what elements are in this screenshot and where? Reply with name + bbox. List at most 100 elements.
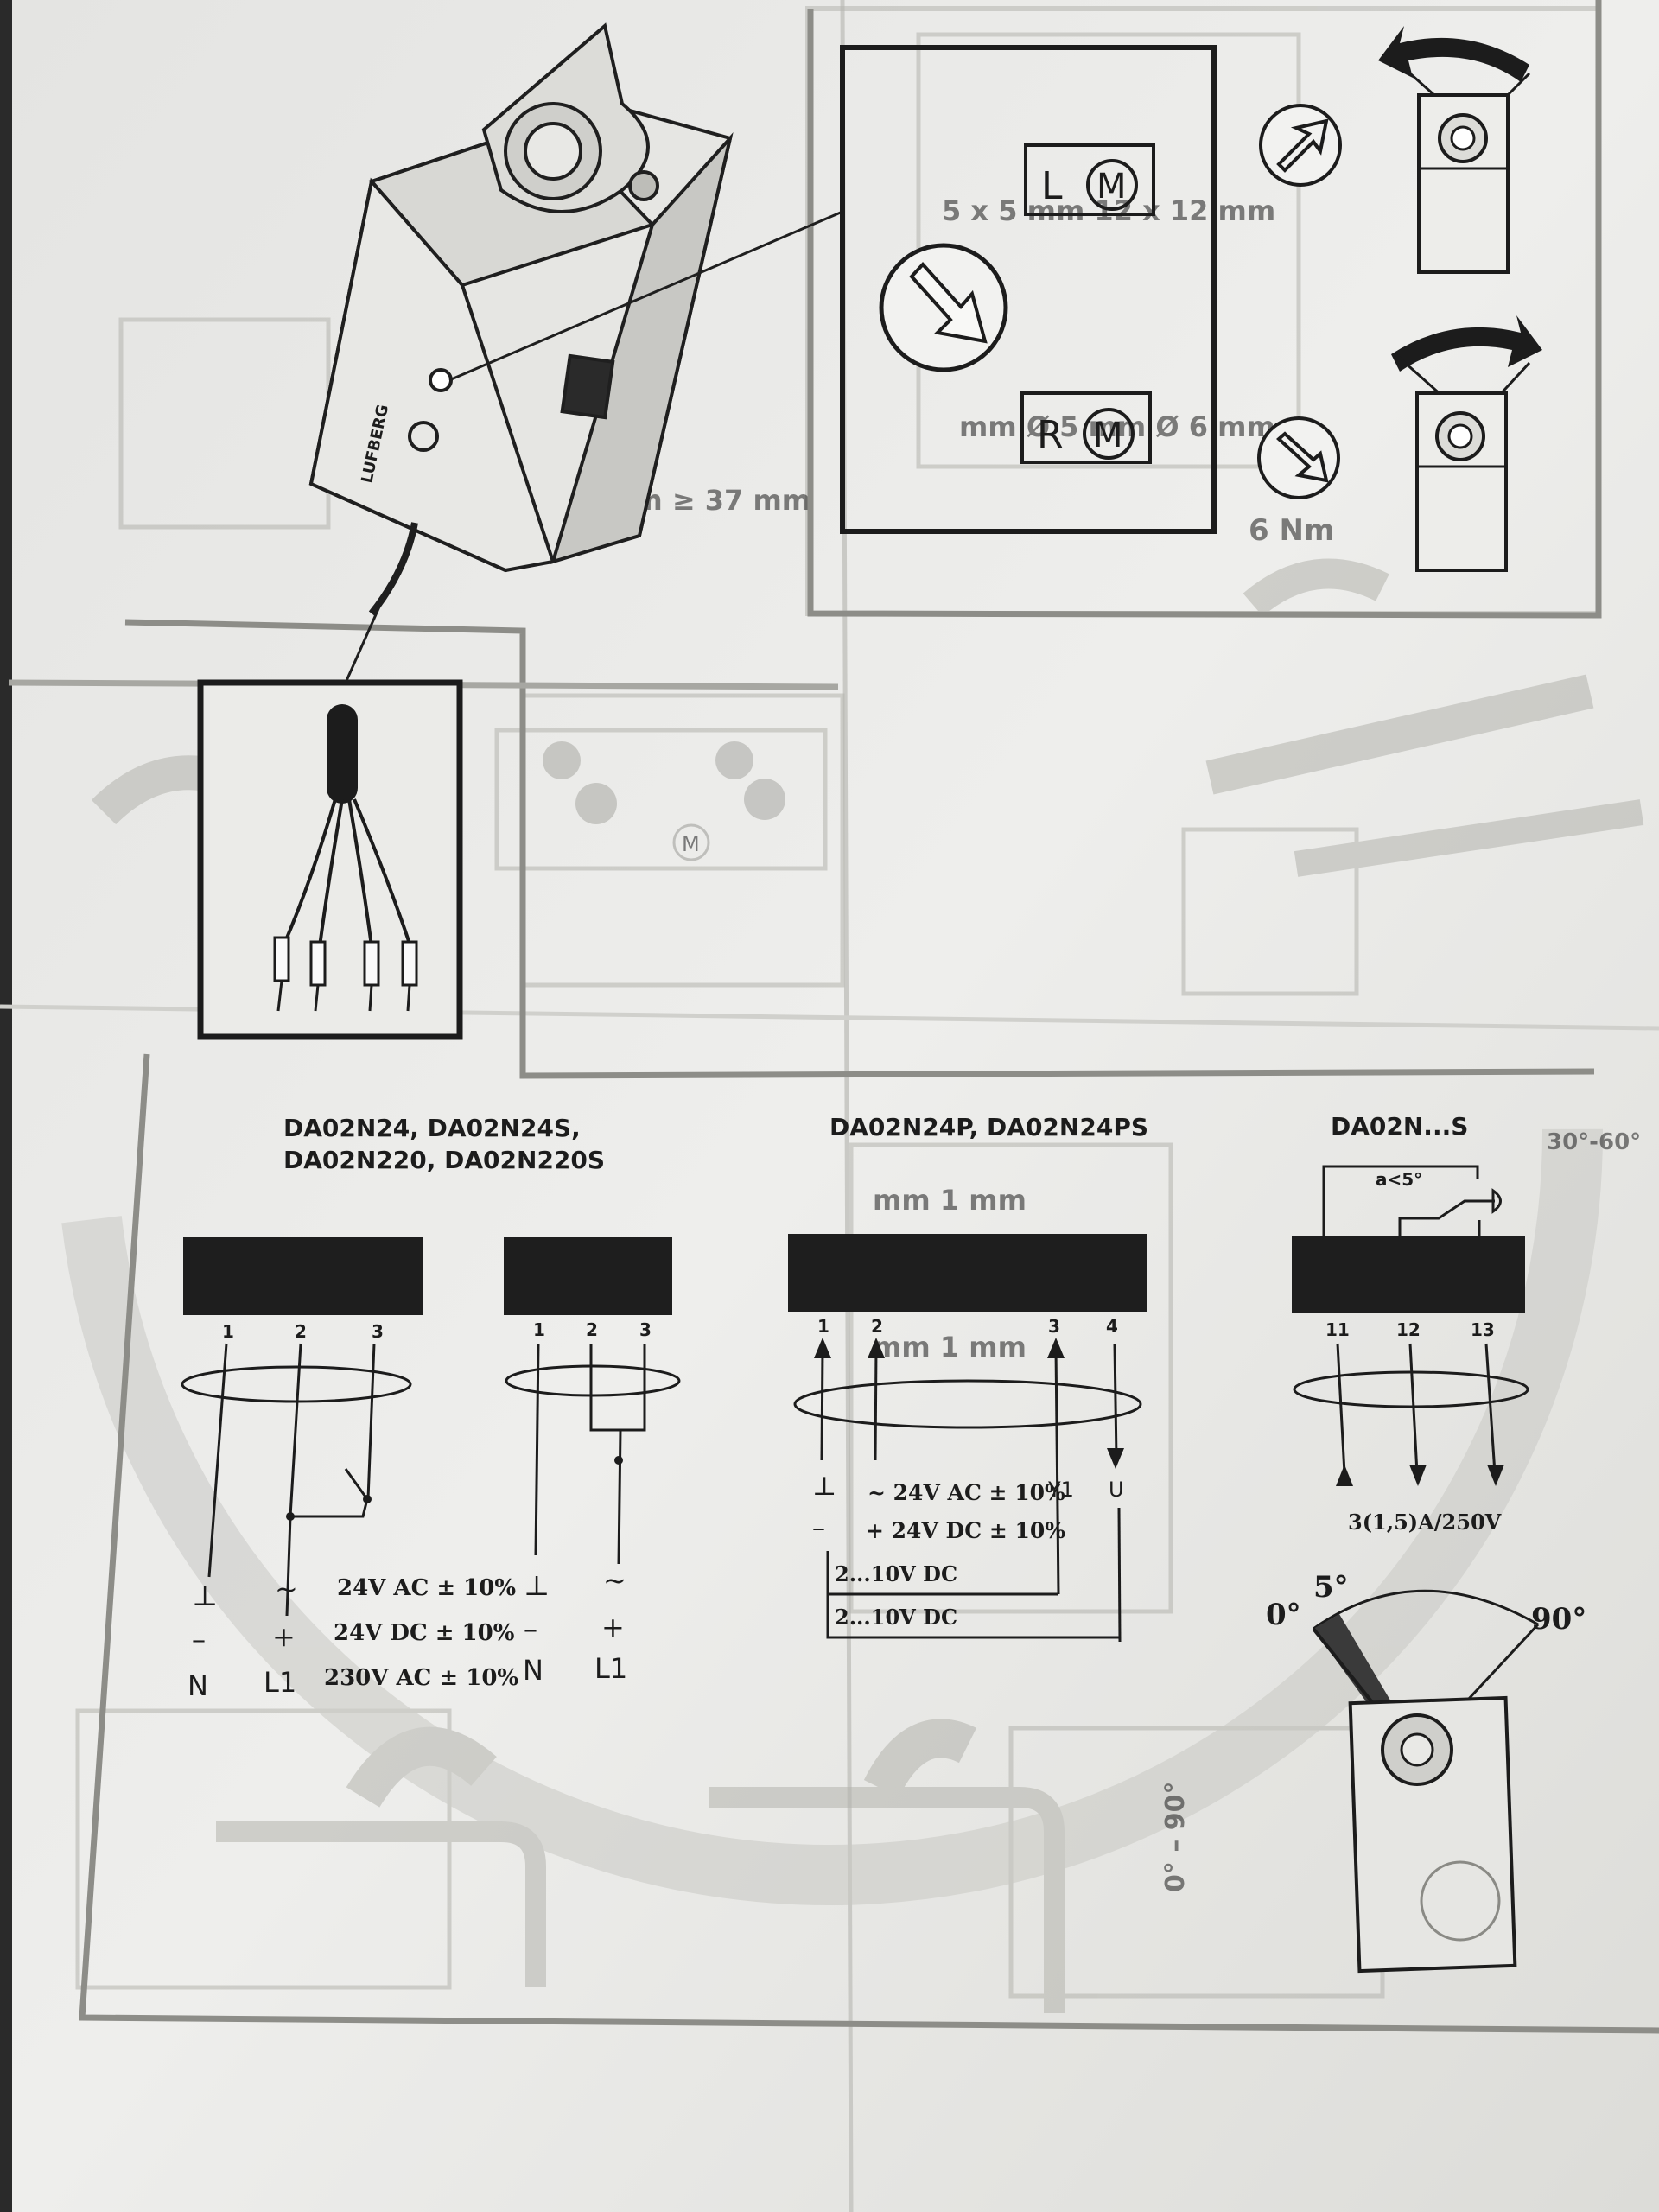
- d3-signal2-text: 2...10V DC: [835, 1605, 957, 1630]
- d3-row1-text: ~ 24V AC ± 10%: [868, 1480, 1065, 1505]
- left-label: L: [1041, 164, 1063, 208]
- gear-icon: [543, 741, 785, 824]
- angle-5: 5°: [1313, 1570, 1349, 1605]
- d3-signal1-text: 2...10V DC: [835, 1561, 957, 1586]
- cable-wires: [283, 798, 412, 947]
- background-gear-motor: M: [682, 832, 700, 856]
- background-dim-top: 5 x 5 mm 12 x 12 mm: [942, 194, 1275, 227]
- cable-detail-box: [197, 679, 463, 1040]
- connector-block-3: [788, 1234, 1147, 1312]
- angle-90: 90°: [1531, 1602, 1586, 1637]
- d4-terminal-12: 12: [1396, 1319, 1421, 1340]
- background-wrench: [216, 1821, 546, 1987]
- actuator-shaft-inner: [524, 122, 582, 181]
- d2-junction: [614, 1456, 623, 1465]
- d3-wires: [820, 1343, 1122, 1643]
- d4-arrows: [1336, 1465, 1504, 1486]
- background-gear-box: [494, 728, 828, 871]
- d1-sym-n: N: [188, 1669, 208, 1702]
- background-range-bottom: 0° – 90°: [1160, 1781, 1191, 1892]
- left-motor-circle: [1086, 159, 1138, 211]
- d3-terminal-4: 4: [1106, 1316, 1118, 1337]
- d1-terminal-2: 2: [295, 1321, 307, 1342]
- d2-terminal-1: 1: [533, 1319, 545, 1340]
- background-curve-2: [346, 1726, 497, 1808]
- angle-arc: [1313, 1589, 1539, 1630]
- cw-arrow-icon: [1391, 315, 1542, 372]
- d1-voltage-ac24: 24V AC ± 10%: [337, 1575, 516, 1601]
- right-label: R: [1037, 413, 1064, 457]
- d4-arrow-up-icon: [1336, 1465, 1353, 1486]
- d2-sym-plus: +: [601, 1611, 625, 1643]
- d3-cable-ellipse: [793, 1379, 1142, 1429]
- right-motor-box: [1020, 391, 1152, 464]
- d2-sym-ground: ⊥: [524, 1569, 550, 1602]
- d3-y1: Y1: [1047, 1478, 1074, 1502]
- callout-line-switch: [448, 210, 843, 382]
- group-a-title-line1: DA02N24, DA02N24S,: [283, 1114, 581, 1142]
- right-motor-symbol: M: [1093, 416, 1123, 455]
- wiring-diagram-2: 1 2 3 ⊥ ~ – + N L1: [504, 1237, 681, 1687]
- background-curve-4: [1243, 558, 1389, 617]
- background-dim-mid: mm Ø 5 mm Ø 6 mm: [959, 410, 1275, 443]
- rotation-cw-illustration: [1391, 315, 1542, 572]
- d3-signal2-line: [826, 1594, 1120, 1639]
- ccw-arrow-icon: [1378, 26, 1529, 82]
- d1-junction: [286, 1512, 295, 1521]
- angle-shaft-inner: [1400, 1732, 1434, 1767]
- d2-wires: [534, 1343, 646, 1565]
- left-motor-symbol: M: [1096, 167, 1127, 207]
- d4-switch-knob-icon: [1491, 1188, 1502, 1214]
- background-rod-2: [1294, 799, 1644, 877]
- d4-arrow-down-2-icon: [1487, 1465, 1504, 1486]
- d3-sym-ground: ⊥: [812, 1471, 836, 1502]
- d4-wires: [1336, 1343, 1497, 1474]
- background-actuator-3: [75, 1708, 452, 1990]
- d1-voltage-dc24: 24V DC ± 10%: [334, 1620, 515, 1646]
- direction-panel: L M R M: [840, 45, 1217, 534]
- d4-rating: 3(1,5)A/250V: [1348, 1510, 1502, 1535]
- d4-arrow-down-1-icon: [1409, 1465, 1427, 1486]
- left-dark-edge: [0, 0, 12, 2212]
- ferrule-pins: [276, 980, 411, 1012]
- d4-switch-line: [1398, 1199, 1495, 1237]
- background-mm-1: mm 1 mm: [873, 1184, 1027, 1217]
- d4-switch-label: a<5°: [1376, 1169, 1422, 1190]
- d1-sym-l1: L1: [264, 1666, 296, 1699]
- background-curve-3: [863, 1719, 977, 1798]
- background-torque: 6 Nm: [1249, 513, 1334, 548]
- background-gear-motor-circle: [672, 823, 710, 861]
- callout-line-cable: [344, 604, 382, 683]
- actuator-manual-button: [560, 353, 615, 420]
- cable-jacket: [327, 704, 358, 804]
- background-mm-2: mm 1 mm: [873, 1331, 1027, 1363]
- actuator-bolt: [628, 170, 659, 201]
- group-b-title: DA02N24P, DA02N24PS: [830, 1113, 1148, 1141]
- d1-sym-ac: ~: [275, 1573, 298, 1605]
- d1-sym-minus: –: [192, 1623, 206, 1656]
- d4-switch-frame: [1322, 1165, 1479, 1240]
- d1-switch-contact: [363, 1495, 372, 1503]
- angle-logo-icon: [1420, 1860, 1501, 1942]
- rotation-ccw-illustration: [1378, 26, 1531, 274]
- wire-ferrules: [273, 936, 418, 987]
- wiring-diagram-3: DA02N24P, DA02N24PS 1 2 3 4 ⊥ ~ 24V AC ±…: [788, 1113, 1148, 1643]
- d1-terminal-1: 1: [222, 1321, 234, 1342]
- switch-arrow-down-right-icon: [909, 262, 988, 344]
- top-right-frame: [807, 0, 1602, 619]
- bottom-frame: [79, 1053, 1659, 2034]
- d2-terminal-3: 3: [639, 1319, 652, 1340]
- background-labels: 5 x 5 mm 12 x 12 mm mm Ø 5 mm Ø 6 mm 6 N…: [259, 194, 1641, 1892]
- d2-sym-ac: ~: [603, 1564, 626, 1597]
- d3-sym-minus: –: [812, 1513, 825, 1543]
- d4-terminal-11: 11: [1325, 1319, 1350, 1340]
- direction-panel-frame: [840, 45, 1217, 534]
- d3-arrows: [814, 1338, 1124, 1469]
- background-box-bottom-mid: [849, 1142, 1173, 1614]
- middle-left-frame: [124, 619, 1595, 1079]
- d2-sym-l1: L1: [594, 1652, 627, 1685]
- right-motor-circle: [1083, 408, 1135, 460]
- angle-0: 0°: [1266, 1598, 1301, 1632]
- d2-terminal-2: 2: [586, 1319, 598, 1340]
